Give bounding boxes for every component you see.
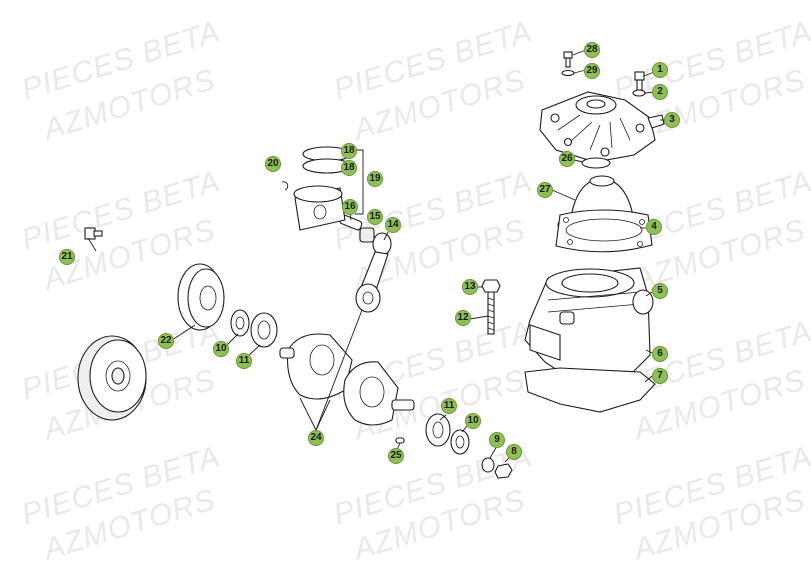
callout-25[interactable]: 25: [388, 448, 404, 464]
callout-19[interactable]: 19: [367, 171, 383, 187]
callout-5[interactable]: 5: [652, 283, 668, 299]
crank-bearing-left: [250, 312, 278, 348]
cylinder: [524, 267, 651, 383]
crank-bearing-right: [425, 413, 451, 447]
callout-2[interactable]: 2: [652, 84, 668, 100]
callout-4[interactable]: 4: [646, 219, 662, 235]
callout-21[interactable]: 21: [59, 249, 75, 265]
callout-28[interactable]: 28: [584, 42, 600, 58]
piston: [293, 185, 346, 231]
callout-13[interactable]: 13: [462, 279, 478, 295]
cylinder-stud: [487, 291, 495, 335]
callout-22[interactable]: 22: [158, 333, 174, 349]
o-ring: [581, 157, 611, 169]
callout-24[interactable]: 24: [308, 430, 324, 446]
cylinder-nut: [481, 279, 501, 293]
small-washer: [561, 69, 575, 77]
callout-8[interactable]: 8: [506, 444, 522, 460]
callout-3[interactable]: 3: [664, 112, 680, 128]
callout-14[interactable]: 14: [385, 217, 401, 233]
head-washer: [632, 89, 646, 97]
callout-18-top[interactable]: 18: [341, 143, 357, 159]
crankshaft: [279, 333, 415, 426]
callout-29[interactable]: 29: [584, 63, 600, 79]
connecting-rod: [355, 232, 392, 313]
woodruff-key: [395, 437, 405, 444]
crank-seal-right: [450, 429, 470, 455]
circlip: [281, 181, 289, 191]
callout-11-right[interactable]: 11: [441, 398, 457, 414]
flywheel: [177, 263, 225, 331]
shaft-nut: [494, 463, 513, 479]
flywheel-bolt: [84, 227, 103, 240]
callout-10-right[interactable]: 10: [465, 413, 481, 429]
shaft-washer: [481, 457, 495, 473]
head-gasket: [555, 209, 653, 253]
crank-seal-left: [230, 309, 250, 337]
exhaust-gasket: [632, 289, 654, 315]
callout-27[interactable]: 27: [537, 182, 553, 198]
primary-gear: [77, 335, 147, 421]
base-gasket: [524, 367, 656, 413]
callout-16[interactable]: 16: [342, 199, 358, 215]
callout-26[interactable]: 26: [559, 151, 575, 167]
callout-12[interactable]: 12: [455, 310, 471, 326]
head-bolt: [634, 71, 645, 91]
callout-15[interactable]: 15: [367, 209, 383, 225]
cylinder-head: [539, 91, 665, 163]
callout-20[interactable]: 20: [265, 156, 281, 172]
callout-9[interactable]: 9: [489, 432, 505, 448]
callout-10-left[interactable]: 10: [213, 341, 229, 357]
callout-6[interactable]: 6: [652, 346, 668, 362]
callout-7[interactable]: 7: [652, 368, 668, 384]
small-end-bearing: [359, 227, 375, 243]
callout-1[interactable]: 1: [652, 62, 668, 78]
callout-18-bottom[interactable]: 18: [341, 160, 357, 176]
callout-11-left[interactable]: 11: [236, 353, 252, 369]
small-screw: [563, 51, 573, 68]
